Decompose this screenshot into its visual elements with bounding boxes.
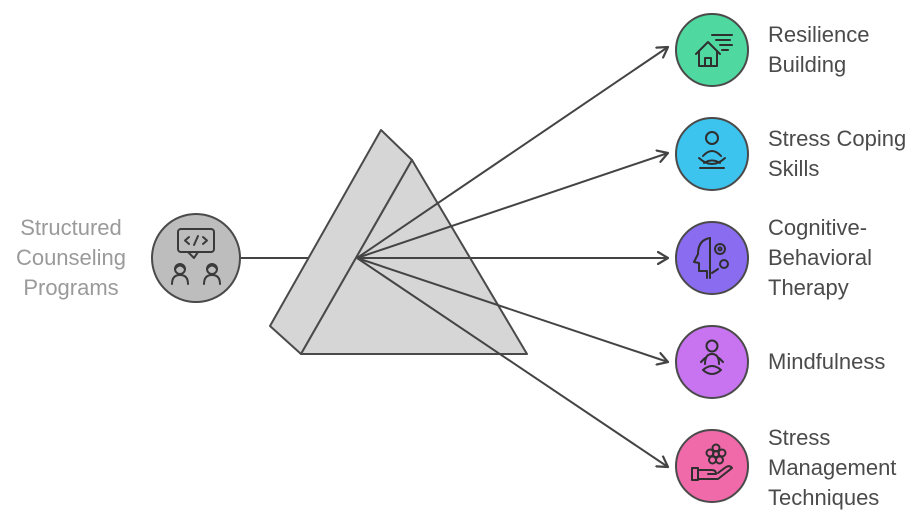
source-label-line: Programs [23,275,119,300]
source-label: Structured Counseling Programs [0,213,142,303]
label-line: Building [768,52,847,77]
hand-flower-icon [691,443,733,481]
node-mindfulness [675,325,749,399]
label-line: Therapy [768,275,849,300]
label-line: Skills [768,156,820,181]
node-cognitive-behavioral-therapy [675,221,749,295]
label-mindfulness: Mindfulness [768,347,885,377]
ray-resilience-building [356,47,668,259]
ray-stress-coping-skills [356,153,668,259]
label-line: Stress Coping [768,126,907,151]
meditating-person-icon [698,131,726,169]
house-wind-icon [695,34,733,67]
ray-stress-management-techniques [356,257,668,467]
label-line: Stress [768,425,831,450]
ray-mindfulness [356,257,668,362]
label-line: Behavioral [768,245,872,270]
label-stress-coping-skills: Stress Coping Skills [768,124,906,184]
label-cognitive-behavioral-therapy: Cognitive- Behavioral Therapy [768,213,872,303]
counseling-chat-icon [171,228,221,285]
prism [269,129,528,355]
node-stress-management-techniques [675,429,749,503]
source-node [151,213,241,303]
label-line: Cognitive- [768,215,868,240]
head-gears-icon [693,237,729,279]
node-resilience-building [675,13,749,87]
source-label-line: Counseling [15,245,127,270]
label-stress-management-techniques: Stress Management Techniques [768,423,896,513]
label-resilience-building: Resilience Building [768,20,870,80]
output-rays [356,47,668,467]
node-stress-coping-skills [675,117,749,191]
label-line: Mindfulness [768,349,886,374]
source-label-line: Structured [20,215,122,240]
label-line: Resilience [768,22,870,47]
label-line: Management [768,455,897,480]
label-line: Techniques [768,485,880,510]
yoga-person-icon [700,339,724,375]
